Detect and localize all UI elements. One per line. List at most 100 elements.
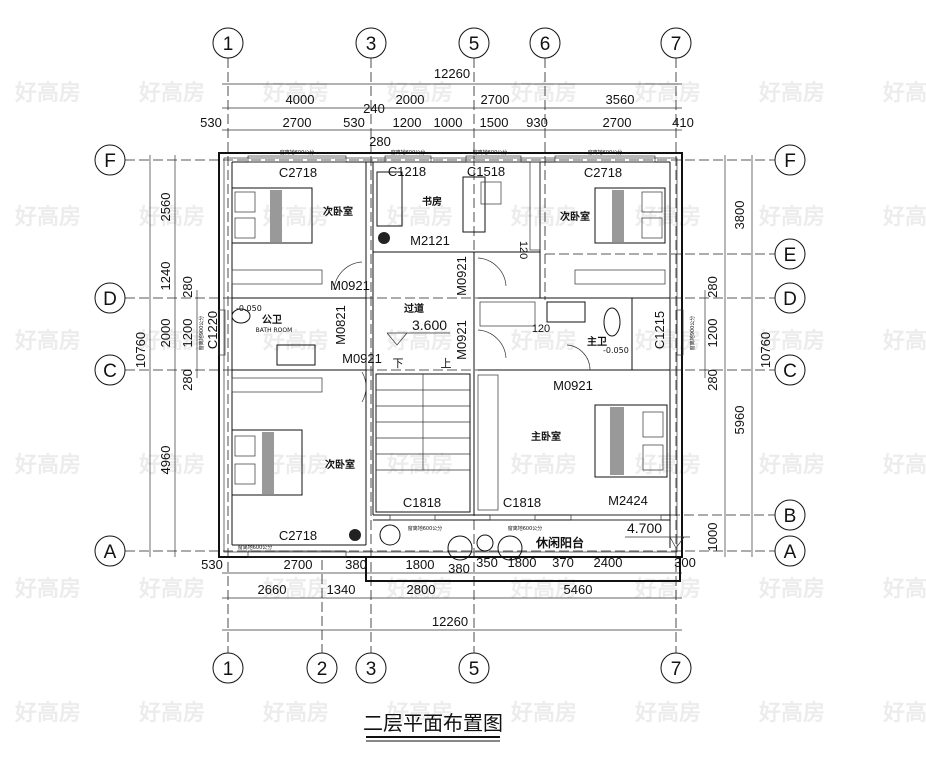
room-labels: 次卧室 书房 次卧室 过道 公卫 BATH ROOM 主卫 次卧室 主卧室 休闲… — [256, 195, 607, 550]
dim: 2000 — [396, 92, 425, 107]
right-dimensions: 3800 280 1200 10760 280 5960 1000 — [705, 201, 773, 552]
door-code: M0821 — [333, 305, 348, 345]
dim: 410 — [672, 115, 694, 130]
door-code: M0921 — [454, 256, 469, 296]
svg-text:A: A — [104, 542, 117, 563]
sink-icon — [276, 301, 586, 366]
drawing-title-text: 二层平面布置图 — [363, 711, 503, 735]
dim-top-total: 12260 — [434, 66, 470, 81]
dim: 350 — [476, 555, 498, 570]
dim: 3800 — [732, 201, 747, 230]
axis-bubble-top-7: 7 — [660, 27, 692, 59]
watermark: 好高房 — [14, 328, 81, 354]
watermark: 好高房 — [386, 452, 453, 478]
watermark: 好高房 — [758, 452, 825, 478]
watermark: 好高房 — [14, 576, 81, 602]
dim: 1800 — [406, 557, 435, 572]
dim: 2660 — [258, 582, 287, 597]
axis-bubble-left-F: F — [94, 144, 126, 176]
bed-icon — [594, 404, 668, 478]
watermark: 好高房 — [882, 452, 926, 478]
dim-note: 120 — [517, 241, 529, 259]
axis-bubble-right-D: D — [774, 282, 806, 314]
svg-text:3: 3 — [366, 34, 377, 55]
watermark: 好高房 — [634, 328, 701, 354]
svg-text:C: C — [783, 361, 797, 382]
window-note: 窗离地900公分 — [689, 316, 696, 351]
room-label-balcony: 休闲阳台 — [535, 535, 584, 550]
svg-text:1: 1 — [223, 34, 234, 55]
axis-bubble-right-C: C — [774, 354, 806, 386]
window-note: 窗离地600公分 — [473, 149, 508, 156]
opening-codes: C2718 C1218 C1518 C2718 M2121 M0921 M092… — [205, 164, 667, 543]
dim: 1240 — [158, 262, 173, 291]
svg-text:5: 5 — [469, 34, 480, 55]
room-label-bedroom-ne: 次卧室 — [560, 210, 590, 223]
axis-bubble-bottom-3: 3 — [355, 652, 387, 684]
watermark: 好高房 — [634, 204, 701, 230]
window-note: 窗离地600公分 — [280, 149, 315, 156]
furniture — [231, 161, 668, 561]
watermark: 好高房 — [882, 576, 926, 602]
door-code: M0921 — [553, 378, 593, 393]
axis-bubble-top-6: 6 — [529, 27, 561, 59]
window-code: C2718 — [279, 528, 317, 543]
window-code: C1215 — [652, 311, 667, 349]
dim: 2700 — [481, 92, 510, 107]
axis-bubble-top-1: 1 — [212, 27, 244, 59]
dim: 4960 — [158, 446, 173, 475]
watermark: 好高房 — [262, 700, 329, 726]
dim: 1500 — [480, 115, 509, 130]
axis-bubble-right-F: F — [774, 144, 806, 176]
watermark: 好高房 — [758, 204, 825, 230]
dim: 930 — [526, 115, 548, 130]
svg-text:2: 2 — [317, 659, 328, 680]
window-code: C1818 — [403, 495, 441, 510]
watermark: 好高房 — [882, 328, 926, 354]
window-code: C1518 — [467, 164, 505, 179]
room-label-public-bath: 公卫 — [262, 314, 282, 326]
axis-bubble-top-3: 3 — [355, 27, 387, 59]
door-code: M2424 — [608, 493, 648, 508]
dim: 380 — [448, 561, 470, 576]
axis-bubble-bottom-5: 5 — [458, 652, 490, 684]
window-code: C1818 — [503, 495, 541, 510]
window-code: C1220 — [205, 311, 220, 349]
watermark: 好高房 — [634, 700, 701, 726]
watermark: 好高房 — [758, 328, 825, 354]
watermark: 好高房 — [634, 452, 701, 478]
watermark: 好高房 — [510, 452, 577, 478]
room-label-bedroom-sw: 次卧室 — [325, 458, 355, 471]
window-note: 窗离地600公分 — [391, 149, 426, 156]
dim: 4000 — [286, 92, 315, 107]
stair-up-label: 上 — [441, 357, 452, 370]
dim: 280 — [180, 276, 195, 298]
axis-bubble-left-A: A — [94, 535, 126, 567]
svg-text:6: 6 — [540, 34, 551, 55]
door-code: M0921 — [454, 320, 469, 360]
axis-bubble-left-D: D — [94, 282, 126, 314]
axis-bubble-left-C: C — [94, 354, 126, 386]
axis-bubble-bottom-1: 1 — [212, 652, 244, 684]
bed-icon — [594, 187, 666, 244]
room-label-public-bath-en: BATH ROOM — [256, 327, 293, 334]
svg-text:D: D — [103, 289, 117, 310]
elevation-marks: 3.600 -0.050 -0.050 4.700 — [236, 304, 690, 549]
windows: 窗离地600公分 窗离地600公分 窗离地600公分 窗离地600公分 窗离地6… — [198, 149, 696, 558]
dim: 5960 — [732, 406, 747, 435]
watermark: 好高房 — [14, 80, 81, 106]
door-code: M0921 — [342, 351, 382, 366]
bed-icon — [231, 187, 313, 244]
dim: 2800 — [407, 582, 436, 597]
room-label-bedroom-nw: 次卧室 — [323, 205, 353, 218]
window-note: 窗离地600公分 — [238, 544, 273, 551]
plant-icon — [349, 232, 401, 546]
dim: 280 — [180, 369, 195, 391]
elevation-balcony: 4.700 — [627, 520, 662, 536]
elevation-master-bath: -0.050 — [603, 346, 629, 355]
dim: 280 — [705, 369, 720, 391]
dim: 240 — [363, 101, 385, 116]
dim: 530 — [201, 557, 223, 572]
stair-icon — [375, 373, 471, 513]
